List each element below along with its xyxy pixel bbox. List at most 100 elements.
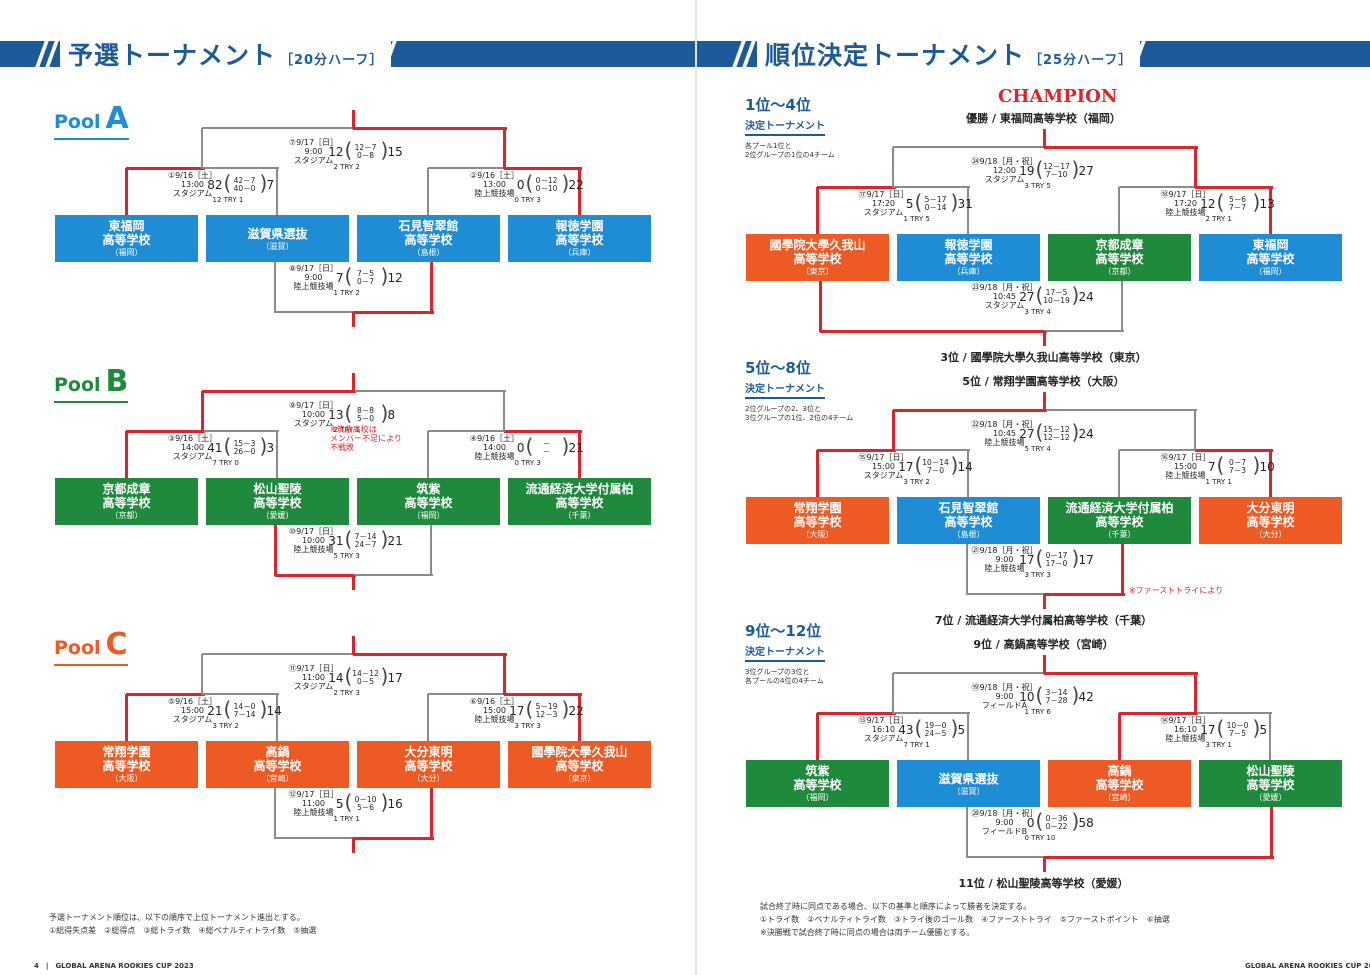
winner-line [503, 167, 582, 170]
score-left: 17 [1019, 553, 1035, 567]
team-box: 東福岡高等学校（福岡） [1199, 234, 1342, 281]
team-box: 報徳学園高等学校（兵庫） [897, 234, 1040, 281]
try-count: 5 TRY 3 [333, 552, 360, 560]
team-name: 東福岡 [108, 219, 145, 233]
winner-line [1043, 593, 1125, 596]
team-name: 高鍋 [1107, 764, 1132, 778]
paren-open: ( [1035, 157, 1044, 181]
team-prefecture: （愛媛） [261, 511, 294, 520]
pool-letter: B [105, 364, 129, 399]
team-prefecture: （宮崎） [1103, 793, 1136, 802]
team-school: 高等学校 [555, 759, 604, 773]
team-box: 筑紫高等学校（福岡） [746, 760, 889, 807]
bracket-line [1193, 410, 1196, 451]
team-school: 高等学校 [1095, 778, 1144, 792]
winner-line [275, 574, 356, 577]
try-count: 3 TRY 1 [1205, 741, 1232, 749]
half-score-2: 7－10 [1045, 170, 1068, 179]
bracket-line [275, 311, 355, 313]
winner-line [274, 525, 277, 576]
paren-close: ) [561, 171, 570, 195]
winner-line [1042, 331, 1046, 346]
winner-line [817, 449, 896, 452]
team-school: 高等学校 [555, 233, 604, 247]
score-right: 16 [387, 797, 403, 811]
bracket-line [428, 693, 506, 695]
paren-open: ( [344, 138, 353, 162]
match-time: 10:45 [992, 429, 1017, 438]
match-number: ⑫9/17［日］ [288, 790, 339, 799]
match-number: ⑬9/17［日］ [858, 716, 909, 725]
score-left: 0 [1026, 816, 1035, 830]
forfeit-note: メンバー不足により [330, 434, 402, 443]
team-prefecture: （福岡） [801, 793, 834, 802]
match-number: ㉒9/18［月・祝］ [971, 420, 1038, 429]
paren-open: ( [1216, 716, 1225, 740]
team-school: 高等学校 [1095, 515, 1144, 529]
winner-line [817, 712, 896, 715]
half-score-2: 5－6 [356, 803, 375, 812]
half-score-1: 14－12 [352, 669, 379, 678]
paren-close: ) [380, 401, 389, 425]
winner-line [1042, 129, 1046, 148]
bracket-line [891, 147, 894, 188]
bracket-line [427, 431, 429, 479]
winner-line [578, 168, 581, 216]
winner-line [891, 410, 895, 451]
team-prefecture: （東京） [801, 267, 834, 276]
half-score-1: 3－14 [1045, 688, 1068, 697]
match-time: 17:20 [1173, 199, 1198, 208]
half-score-1: 0－12 [535, 176, 558, 185]
bracket-line [892, 146, 1046, 148]
team-school: 高等学校 [404, 233, 453, 247]
score-right: 17 [1078, 553, 1094, 567]
winner-line [502, 654, 506, 695]
winner-line [125, 168, 128, 216]
left-page-title: 予選トーナメント［20分ハーフ］ [60, 36, 392, 72]
winner-line [430, 788, 433, 839]
bracket-line [274, 262, 276, 313]
half-score-1: 5－17 [924, 195, 947, 204]
bracket-line [892, 449, 970, 451]
match-number: ⑲9/18［月・祝］ [971, 683, 1038, 692]
winner-line [126, 693, 205, 696]
paren-close: ) [259, 697, 268, 721]
try-count: 0 TRY 3 [514, 459, 541, 467]
match-time: 9:00 [995, 555, 1014, 564]
half-score-1: 12－7 [354, 143, 377, 152]
match-venue: 陸上競技場 [1165, 734, 1206, 743]
top-result: 9位 / 高鍋高等学校（宮崎） [973, 638, 1114, 651]
try-count: 3 TRY 2 [903, 478, 930, 486]
match-time: 15:00 [1173, 462, 1198, 471]
winner-line [578, 694, 581, 742]
half-score-1: 12－17 [1043, 162, 1070, 171]
right-note-3: ※決勝戦で試合終了時に同点の場合は両チーム優勝とする。 [760, 928, 975, 937]
try-count: 3 TRY 5 [1024, 182, 1051, 190]
match-number: ⑰9/17［日］ [858, 190, 909, 199]
team-prefecture: （東京） [563, 774, 596, 783]
score-right: 22 [568, 704, 584, 718]
winner-line [1269, 187, 1272, 235]
score-left: 12 [1200, 197, 1216, 211]
team-box: 滋賀県選抜（滋賀） [206, 215, 349, 262]
bracket-line [892, 712, 970, 714]
left-note-2: ①総得失点差 ②総得点 ③総トライ数 ④総ペナルティトライ数 ⑤抽選 [49, 926, 317, 935]
winner-line [1270, 807, 1273, 858]
team-box: 大分東明高等学校（大分） [357, 741, 500, 788]
team-name: 松山聖陵 [1246, 764, 1295, 778]
team-box: 國學院大學久我山高等学校（東京） [746, 234, 889, 281]
half-score-2: 5－0 [356, 414, 375, 423]
team-box: 流通経済大学付属柏高等学校（千葉） [508, 478, 651, 525]
winner-line [1042, 857, 1046, 872]
score-right: 58 [1078, 816, 1094, 830]
match-time: 13:00 [482, 180, 507, 189]
bracket-line [967, 593, 1046, 595]
match-venue: フィールドB [981, 827, 1028, 836]
winner-line [200, 391, 204, 432]
paren-close: ) [380, 264, 389, 288]
match-number: ⑳9/18［月・祝］ [971, 809, 1038, 818]
team-prefecture: （京都） [1103, 267, 1136, 276]
half-score-1: 15－12 [1043, 425, 1070, 434]
forfeit-note: ※筑紫高校は [330, 425, 377, 434]
bracket-line [967, 450, 969, 498]
